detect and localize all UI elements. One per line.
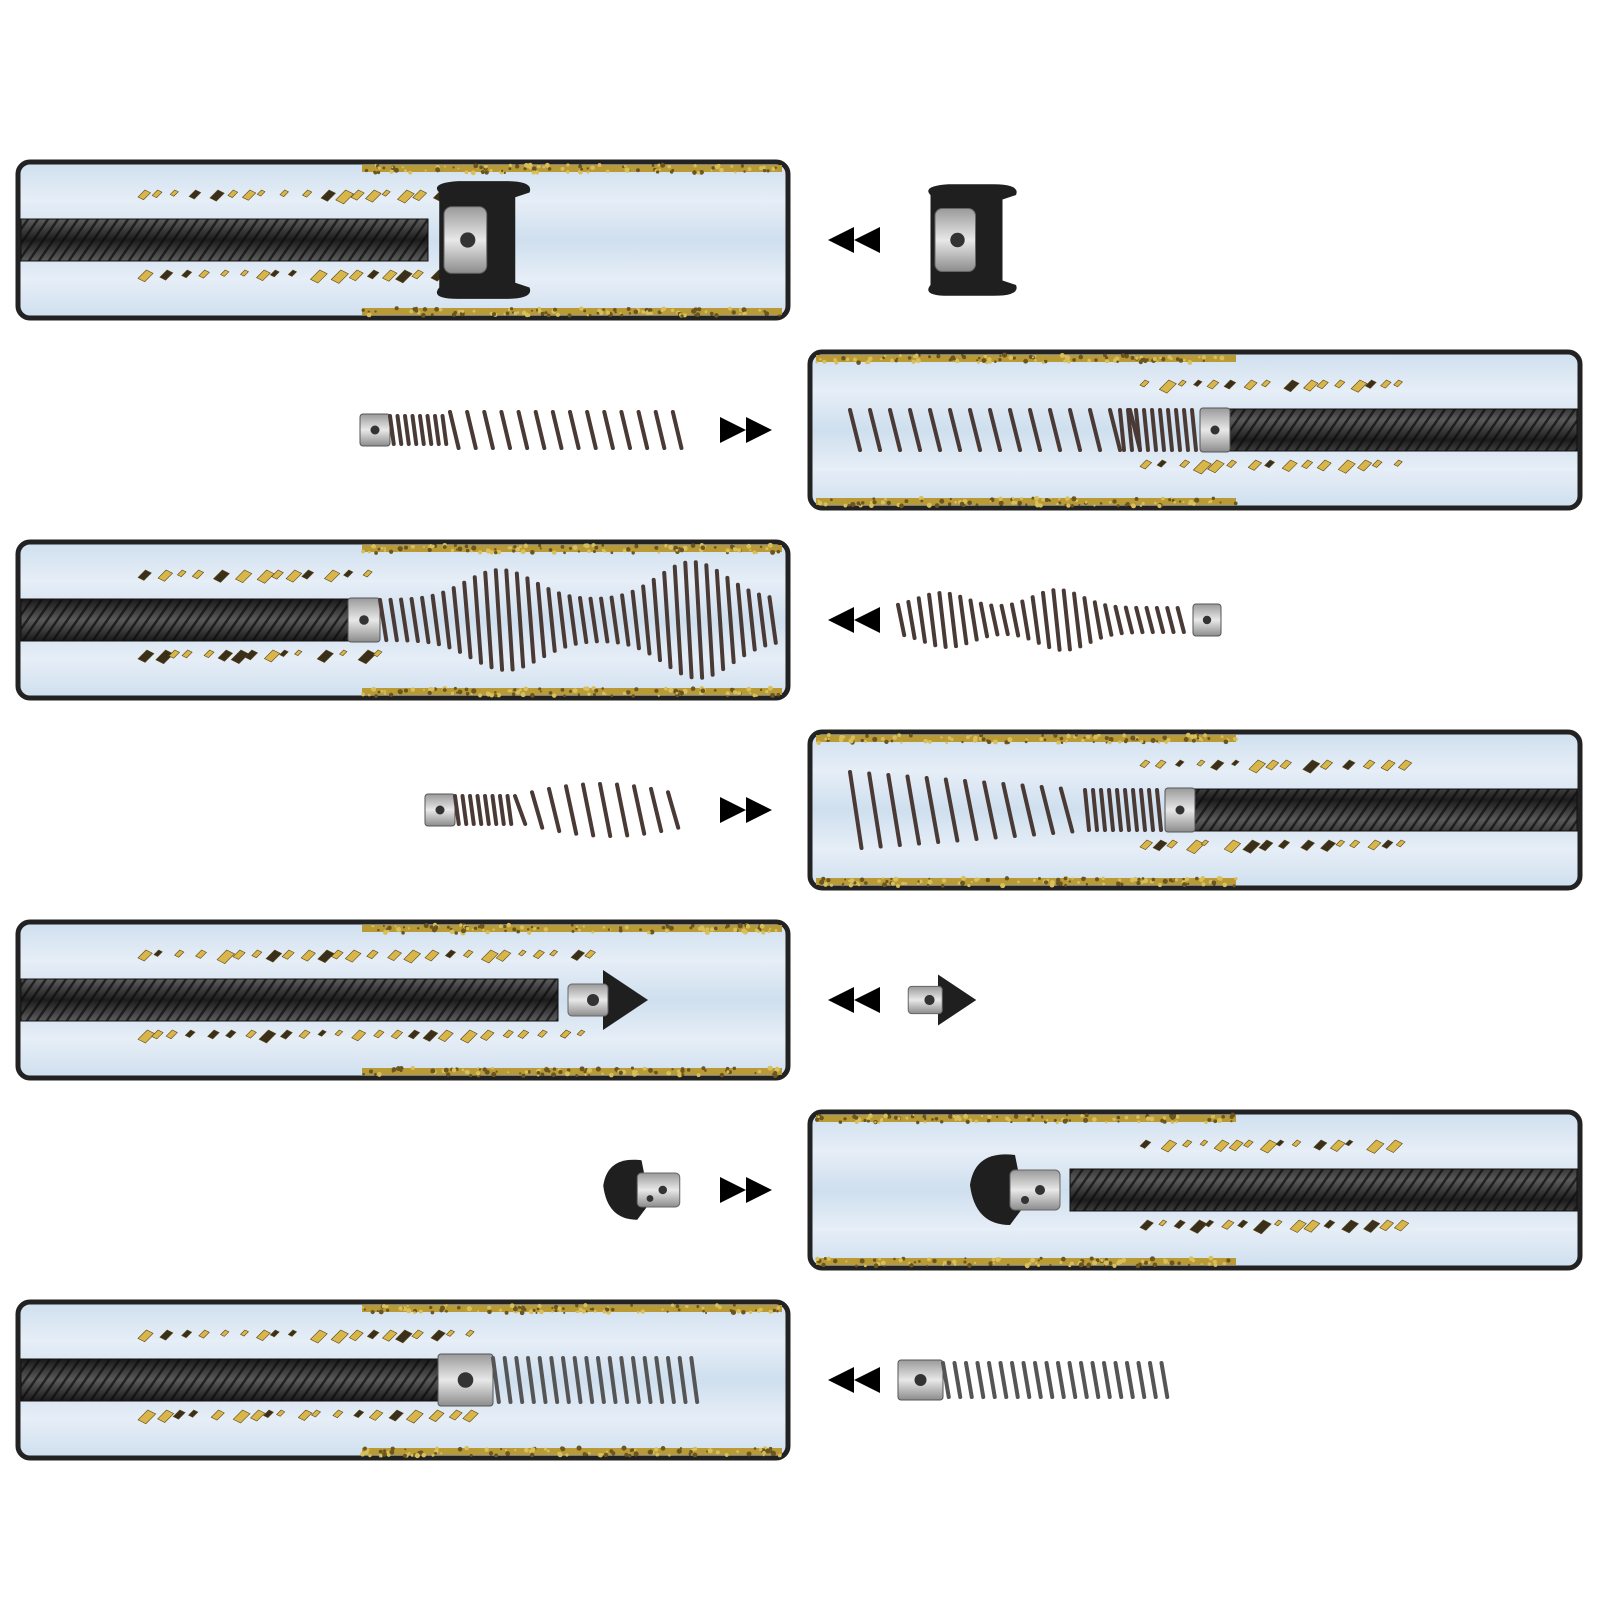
- pipe-panel-2: [359, 349, 1583, 511]
- ferrule: [1164, 787, 1196, 833]
- ferrule: [359, 413, 391, 447]
- grease-cutter-icon: [970, 1154, 1061, 1225]
- pipe-panel-5: [15, 919, 977, 1081]
- debris-particles: [1139, 1219, 1410, 1235]
- debris-particles: [137, 569, 373, 584]
- debris-layer: [816, 498, 1236, 505]
- pipe-panel-6: [603, 1109, 1583, 1271]
- debris-particles: [1139, 459, 1403, 475]
- cable: [20, 598, 349, 642]
- debris-layer: [816, 355, 1236, 362]
- coil-spring: [1118, 408, 1198, 452]
- ferrule: [424, 793, 456, 827]
- bulb-auger-icon: [848, 770, 1075, 850]
- debris-particles: [1139, 1139, 1403, 1154]
- cable: [20, 978, 559, 1022]
- debris-layer: [816, 735, 1236, 742]
- cup-cutter-icon: [928, 184, 1017, 296]
- rewind-arrow-icon: [828, 1367, 880, 1393]
- cable: [20, 1358, 439, 1402]
- debris-layer: [362, 925, 782, 932]
- straight-auger-icon: [848, 408, 1142, 452]
- debris-particles: [137, 949, 596, 964]
- debris-particles: [1139, 839, 1406, 855]
- bulb-auger-icon: [513, 782, 681, 838]
- double-bulb-auger-icon: [896, 588, 1186, 652]
- debris-particles: [137, 1329, 475, 1344]
- forward-arrow-icon: [720, 417, 772, 443]
- debris-particles: [137, 1409, 479, 1425]
- spade-cutter-icon: [567, 970, 648, 1030]
- coil-spring: [1083, 788, 1163, 832]
- rewind-arrow-icon: [828, 987, 880, 1013]
- grease-cutter-icon: [603, 1159, 681, 1220]
- drop-head-auger-icon: [941, 1361, 1170, 1399]
- coil-spring: [388, 414, 449, 446]
- debris-layer: [362, 308, 782, 315]
- ferrule: [897, 1359, 944, 1401]
- cable: [1229, 408, 1578, 452]
- debris-particles: [137, 1029, 586, 1044]
- forward-arrow-icon: [720, 797, 772, 823]
- double-bulb-auger-icon: [378, 560, 778, 680]
- debris-layer: [362, 688, 782, 695]
- pipe-panel-1: [15, 159, 1017, 321]
- cup-cutter-icon: [436, 181, 531, 299]
- cable: [1069, 1168, 1578, 1212]
- forward-arrow-icon: [720, 1177, 772, 1203]
- coil-spring: [453, 794, 514, 826]
- ferrule: [1199, 407, 1231, 453]
- debris-layer: [362, 545, 782, 552]
- drop-head-auger-icon: [491, 1356, 700, 1404]
- debris-layer: [362, 1448, 782, 1455]
- rewind-arrow-icon: [828, 607, 880, 633]
- ferrule: [437, 1353, 494, 1407]
- debris-layer: [816, 1258, 1236, 1265]
- debris-particles: [1139, 759, 1413, 774]
- pipe-panel-4: [424, 729, 1583, 891]
- ferrule: [1192, 603, 1222, 637]
- ferrule: [347, 597, 381, 643]
- debris-layer: [362, 1068, 782, 1075]
- cable: [1194, 788, 1578, 832]
- cable: [20, 218, 429, 262]
- debris-particles: [137, 649, 383, 665]
- debris-layer: [362, 1305, 782, 1312]
- debris-layer: [816, 1115, 1236, 1122]
- straight-auger-icon: [448, 410, 684, 450]
- spade-cutter-icon: [907, 974, 977, 1026]
- debris-layer: [816, 878, 1236, 885]
- pipe-panel-3: [15, 539, 1222, 701]
- pipe-panel-7: [15, 1299, 1170, 1461]
- rewind-arrow-icon: [828, 227, 880, 253]
- debris-particles: [1139, 379, 1403, 394]
- debris-layer: [362, 165, 782, 172]
